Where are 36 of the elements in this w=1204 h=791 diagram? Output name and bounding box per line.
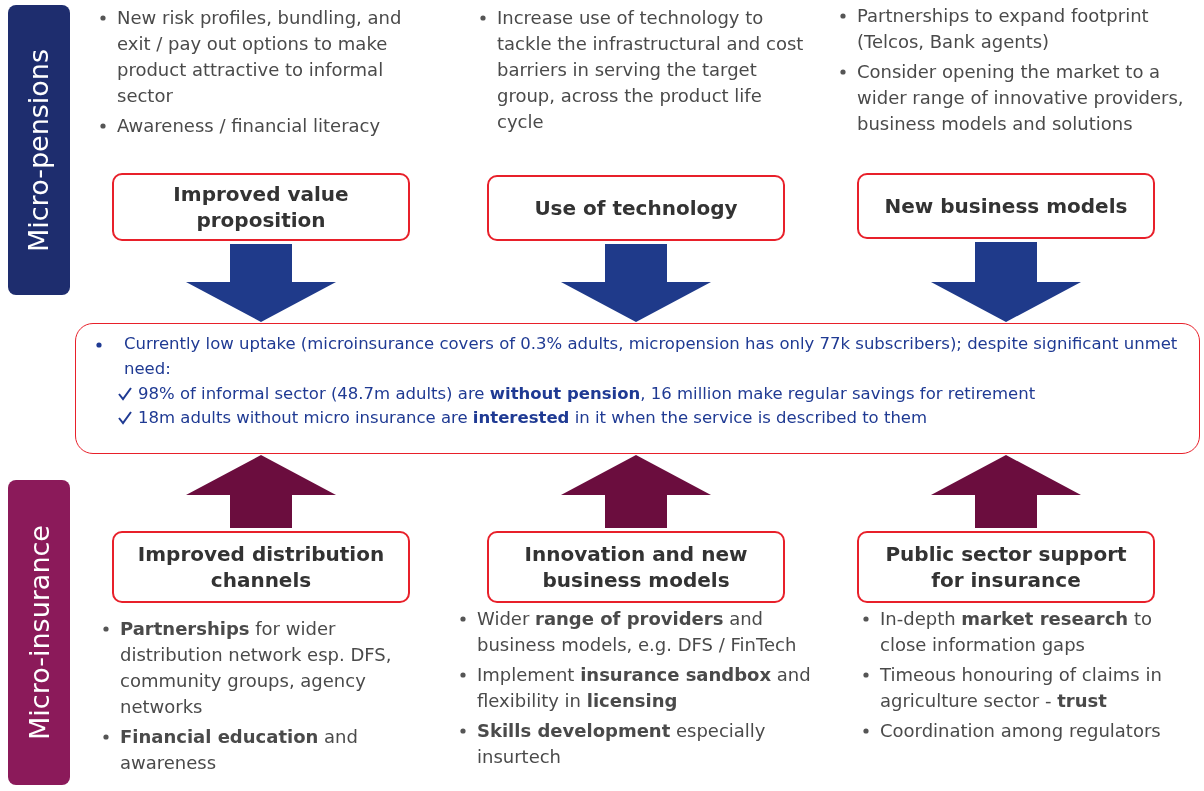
summary-text: 18m adults without micro insurance are interested in it when the service is described to them — [94, 406, 1189, 431]
block-arrow — [931, 455, 1081, 528]
heading-text: Improved distribution channels — [136, 541, 386, 593]
bullet-text: Awareness / financial literacy — [117, 115, 381, 137]
bullet-text: Coordination among regulators — [880, 720, 1161, 742]
block-arrow — [561, 244, 711, 322]
heading-box — [857, 531, 1155, 603]
heading-box — [857, 173, 1155, 239]
summary-box — [75, 323, 1200, 454]
heading-text: New business models — [883, 193, 1129, 219]
heading-box — [487, 531, 785, 603]
block-arrow — [931, 242, 1081, 322]
heading-text: Use of technology — [533, 195, 739, 221]
bullet-text: Financial education and awareness — [120, 726, 358, 774]
bullet-text: Increase use of technology to tackle the infrastructural and cost barriers in serving the target group, across the product life cycle — [497, 7, 804, 133]
block-arrow — [186, 244, 336, 322]
bullet-text: Partnerships to expand footprint (Telcos, Bank agents) — [857, 5, 1149, 53]
bullet-text: Consider opening the market to a wider range of innovative providers, business models and solutions — [857, 61, 1184, 135]
summary-text: 98% of informal sector (48.7m adults) are without pension, 16 million make regular savings for retirement — [94, 381, 1189, 407]
bullet-text: New risk profiles, bundling, and exit / pay out options to make product attractive to informal sector — [117, 7, 402, 107]
heading-text: Innovation and new business models — [523, 541, 749, 593]
band-title: Micro-pensions — [23, 48, 55, 252]
heading-box — [112, 173, 410, 241]
block-arrow — [561, 455, 711, 528]
bullet-text: Timeous honouring of claims in agriculture sector - trust — [880, 664, 1162, 712]
heading-box — [112, 531, 410, 603]
heading-box — [487, 175, 785, 241]
block-arrow — [186, 455, 336, 528]
summary-text: Currently low uptake (microinsurance covers of 0.3% adults, micropension has only 77k subscribers); despite significant unmet need: — [94, 332, 1189, 382]
section-band — [8, 5, 70, 295]
bullet-text: In-depth market research to close information gaps — [880, 608, 1152, 656]
band-title: Micro-insurance — [23, 525, 55, 740]
bullet-text: Skills development especially insurtech — [477, 720, 766, 768]
section-band — [8, 480, 70, 785]
heading-text: Public sector support for insurance — [884, 541, 1128, 593]
heading-text: Improved value proposition — [172, 181, 350, 233]
